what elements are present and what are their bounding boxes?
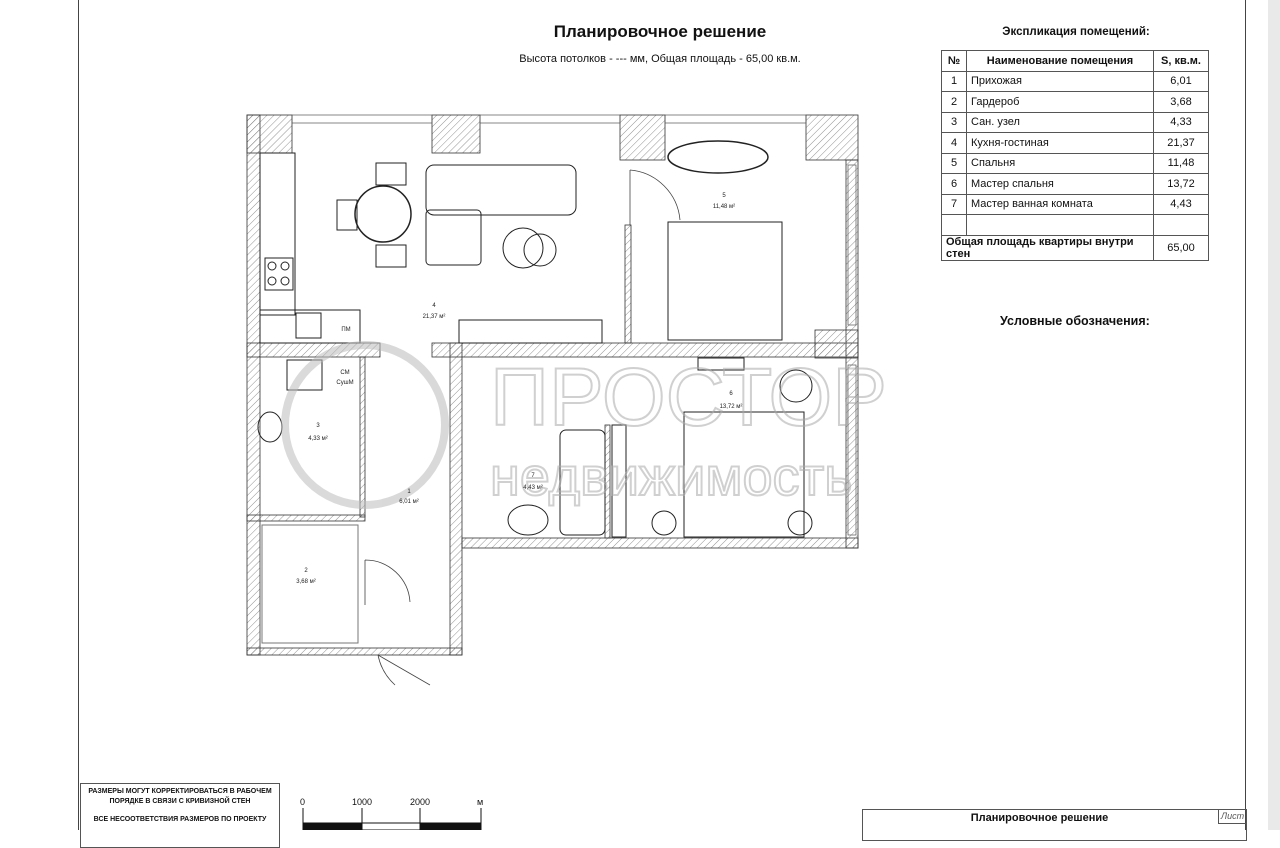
scale-tick-label: 1000 — [352, 797, 373, 807]
wall-bottom — [461, 537, 859, 549]
table-row-empty — [941, 214, 1209, 236]
floor-plan: ПРОСТОР недвижимость 1 6,01 м² 2 3,68 м²… — [246, 114, 888, 830]
room-2-area: 3,68 м² — [296, 579, 315, 585]
washing-machine — [286, 359, 323, 391]
pillar — [431, 114, 481, 154]
room-6-number: 6 — [729, 391, 733, 397]
washbasin-7 — [507, 504, 549, 536]
wall-left — [246, 114, 261, 656]
watermark-line2: недвижимость — [490, 447, 852, 507]
note: РАЗМЕРЫ МОГУТ КОРРЕКТИРОВАТЬСЯ В РАБОЧЕМ… — [88, 788, 272, 805]
dining-table — [354, 185, 412, 243]
bathtub — [559, 429, 606, 536]
page-subtitle: Высота потолков - --- мм, Общая площадь … — [519, 53, 801, 65]
viewer-scroll-strip[interactable] — [1268, 0, 1280, 830]
washer-label: СМ — [340, 370, 349, 376]
cooktop-icon — [264, 257, 294, 291]
sofa — [425, 164, 577, 216]
room-7-number: 7 — [531, 473, 535, 479]
title-block-title: Планировочное решение — [970, 812, 1109, 824]
room-name: Спальня — [966, 152, 1154, 174]
sheet-border-left — [78, 0, 79, 830]
scale-unit-label: м — [477, 797, 484, 807]
col-number: № — [941, 50, 967, 72]
explication-title: Экспликация помещений: — [1002, 26, 1150, 38]
room-7-area: 4,43 м² — [523, 485, 542, 491]
kitchen-counter — [259, 152, 296, 316]
dryer-label: СушМ — [336, 380, 353, 386]
dishwasher-label: ПМ — [341, 327, 350, 333]
scale-tick-label: 2000 — [410, 797, 431, 807]
scale-bar — [302, 808, 482, 830]
bedroom-5-mirror — [667, 140, 769, 174]
pillar — [805, 114, 859, 161]
wall-wardrobe — [246, 514, 366, 522]
total-area: 65,00 — [1153, 234, 1209, 261]
room-area: 11,48 — [1153, 152, 1209, 174]
room-3-number: 3 — [316, 423, 320, 429]
room-4-area: 21,37 м² — [423, 314, 446, 320]
walls — [246, 114, 859, 656]
note: ВСЕ НЕСООТВЕТСТВИЯ РАЗМЕРОВ ПО ПРОЕКТУ — [93, 816, 267, 823]
room-5-area: 11,48 м² — [713, 204, 735, 210]
doors — [364, 169, 681, 686]
bed-6 — [683, 411, 805, 538]
bed-5 — [667, 221, 783, 341]
coffee-table — [502, 227, 544, 269]
tv-6 — [697, 357, 745, 371]
room-6-area: 13,72 м² — [720, 404, 743, 410]
chair — [375, 162, 407, 186]
pillar — [246, 114, 293, 154]
sink-icon — [295, 312, 322, 339]
room-2-number: 2 — [304, 568, 308, 574]
room-1-number: 1 — [407, 489, 411, 495]
tv-stand — [458, 319, 603, 344]
page-title: Планировочное решение — [553, 22, 767, 41]
room-1-area: 6,01 м² — [399, 499, 418, 505]
wall-bedroom — [624, 224, 632, 344]
room-4-number: 4 — [432, 303, 436, 309]
furniture — [257, 140, 813, 644]
notes-box: РАЗМЕРЫ МОГУТ КОРРЕКТИРОВАТЬСЯ В РАБОЧЕМ… — [80, 783, 280, 848]
pillar — [619, 114, 666, 161]
chair — [336, 199, 358, 231]
chair — [375, 244, 407, 268]
room-5-number: 5 — [722, 193, 726, 199]
pillar — [814, 329, 859, 359]
title-block-sheet-label: Лист — [1218, 809, 1246, 824]
washbasin-3 — [257, 411, 283, 443]
armchair-6 — [779, 369, 813, 403]
watermark-line1: ПРОСТОР — [490, 352, 887, 443]
wall-bath — [359, 356, 366, 518]
legend-title: Условные обозначения: — [1000, 314, 1150, 328]
room-labels: 1 6,01 м² 2 3,68 м² 3 4,33 м² 4 21,37 м²… — [296, 193, 742, 585]
wardrobe-shelves — [261, 524, 359, 644]
wall-hall-right — [449, 342, 463, 656]
wall-bottom-left — [246, 647, 463, 656]
room-3-area: 4,33 м² — [308, 436, 327, 442]
sofa-chaise — [425, 209, 482, 266]
kitchen-lower-counter — [259, 309, 361, 344]
sheet-border-right — [1245, 0, 1246, 830]
watermark: ПРОСТОР недвижимость — [281, 341, 888, 509]
scale-tick-label: 0 — [300, 797, 306, 807]
windows — [291, 114, 857, 536]
wardrobe-6 — [611, 424, 627, 538]
